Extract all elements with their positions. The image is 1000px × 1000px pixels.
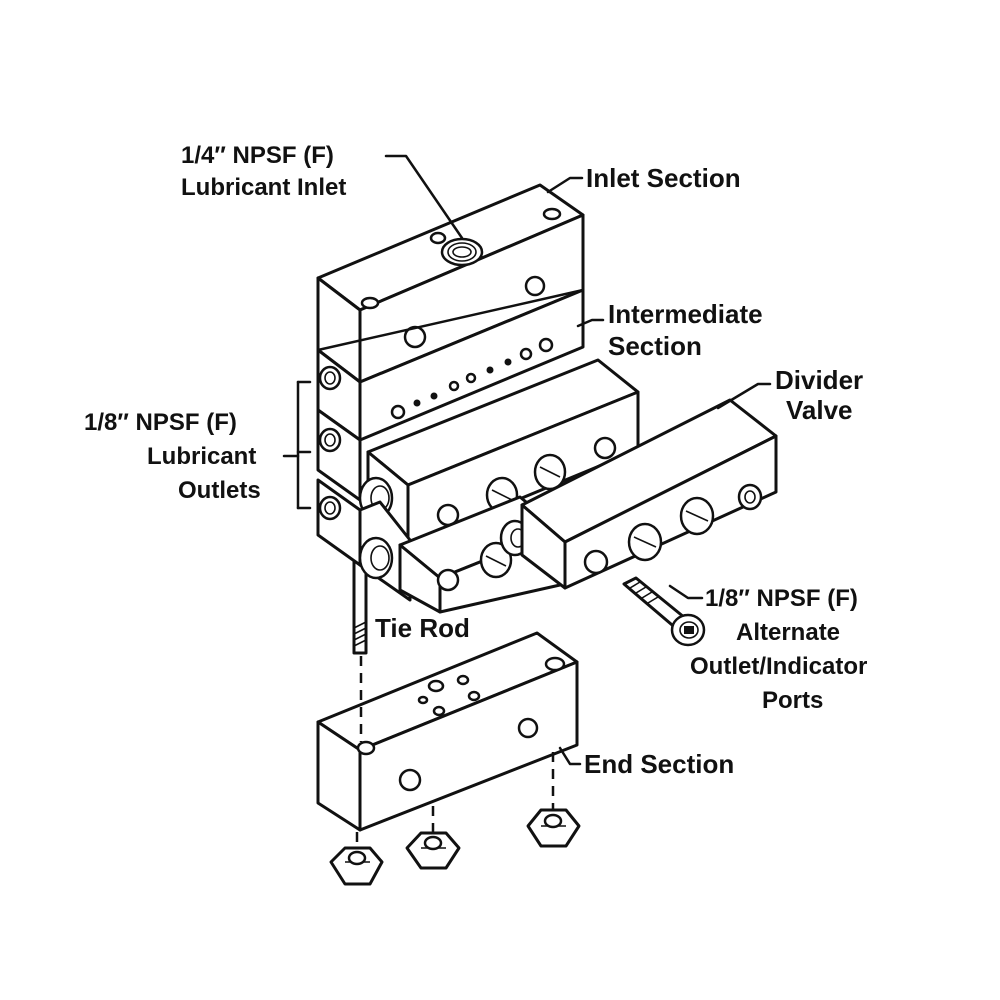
alternate-ports-label-line3: Outlet/Indicator <box>690 653 867 680</box>
hex-nut-right <box>526 808 581 848</box>
alternate-ports-label-line4: Ports <box>762 687 823 714</box>
tie-rod-label: Tie Rod <box>375 613 470 643</box>
tie-rod <box>352 553 368 655</box>
intermediate-section-block-top <box>316 288 585 442</box>
hex-nut-left <box>329 846 384 886</box>
lubricant-outlets-label-line1: 1/8″ NPSF (F) <box>84 409 237 436</box>
lubricant-inlet-label-line2: Lubricant Inlet <box>181 174 346 201</box>
alternate-port-screw <box>622 576 706 647</box>
lubricant-inlet-label-line1: 1/4″ NPSF (F) <box>181 142 334 169</box>
end-section-block <box>316 631 579 832</box>
divider-valve-label-line2: Valve <box>786 395 853 425</box>
alternate-ports-label-line1: 1/8″ NPSF (F) <box>705 585 858 612</box>
alternate-ports-label-line2: Alternate <box>736 619 840 646</box>
end-section-label: End Section <box>584 749 734 779</box>
intermediate-section-block-middle <box>316 358 640 547</box>
lubricant-outlets-label-line2: Lubricant <box>147 443 256 470</box>
divider-valve-label-line1: Divider <box>775 365 863 395</box>
divider-valve-block <box>520 398 778 590</box>
labels: 1/4″ NPSF (F) Lubricant Inlet Inlet Sect… <box>84 142 867 779</box>
hex-nut-middle <box>405 831 461 870</box>
lubricant-outlets-label-line3: Outlets <box>178 477 261 504</box>
intermediate-section-label-line2: Section <box>608 331 702 361</box>
inlet-section-label: Inlet Section <box>586 163 741 193</box>
leader-lines <box>282 154 772 766</box>
intermediate-section-block-bottom <box>316 478 562 614</box>
alignment-lines <box>355 656 555 848</box>
intermediate-section-label-line1: Intermediate <box>608 299 763 329</box>
